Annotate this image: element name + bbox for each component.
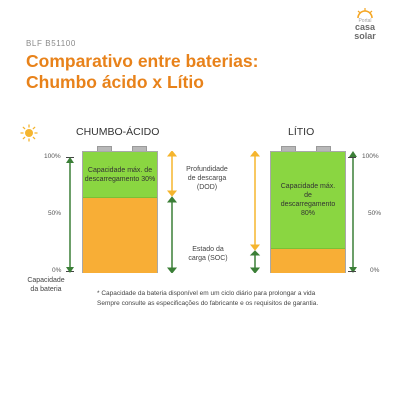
dod-label: Profundidade de descarga (DOD): [186, 166, 228, 191]
lithium-axis-50: 50%: [368, 210, 382, 217]
soc-label: Estado da carga (SOC): [188, 246, 228, 262]
lithium-axis-100: 100%: [362, 153, 379, 160]
lithium-battery: Capacidade máx. de descarregamento 80%: [270, 151, 346, 273]
sun-icon: [20, 124, 38, 142]
lead-acid-axis-0: 0%: [52, 267, 62, 274]
lead-acid-capacity-arrow: [66, 157, 74, 273]
lithium-axis-0: 0%: [370, 267, 380, 274]
title-line-2: Chumbo ácido x Lítio: [26, 72, 204, 92]
lithium-heading: LÍTIO: [288, 126, 315, 138]
lithium-capacity-arrow: [349, 151, 357, 273]
lead-acid-capacity-text: Capacidade máx. de descarregamento 30%: [84, 166, 156, 183]
title-line-1: Comparativo entre baterias:: [26, 51, 259, 71]
brand-logo: Portal casa solar: [341, 8, 389, 41]
logo-solar-text: solar: [354, 31, 376, 41]
lithium-terminal-right: [316, 146, 331, 152]
sun-logo-icon: [357, 8, 373, 19]
lithium-left-arrows: [249, 151, 261, 273]
logo-top-text: Portal: [358, 18, 372, 24]
battery-capacity-label: Capacidade da bateria: [27, 277, 65, 293]
lead-acid-axis-100: 100%: [44, 153, 61, 160]
lithium-capacity-text: Capacidade máx. de descarregamento 80%: [280, 183, 336, 217]
lead-acid-terminal-right: [132, 146, 147, 152]
lead-acid-terminal-left: [97, 146, 112, 152]
lithium-tick-bottom: [348, 271, 356, 272]
footnote: * Capacidade da bateria disponível em um…: [97, 289, 377, 308]
footnote-line-1: * Capacidade da bateria disponível em um…: [97, 290, 316, 297]
lead-acid-heading: CHUMBO-ÁCIDO: [76, 126, 160, 138]
lead-acid-axis-50: 50%: [48, 210, 62, 217]
lithium-terminal-left: [281, 146, 296, 152]
lithium-tick-top: [348, 157, 356, 158]
logo-casa-text: casa: [354, 22, 376, 32]
page-title: Comparativo entre baterias: Chumbo ácido…: [26, 51, 258, 93]
lead-acid-battery: Capacidade máx. de descarregamento 30%: [82, 151, 158, 273]
product-code: BLF B51100: [26, 39, 76, 48]
middle-arrows: [166, 151, 178, 273]
soc-arrow: [166, 196, 178, 273]
dod-arrow: [166, 151, 178, 197]
lead-acid-usable-capacity: Capacidade máx. de descarregamento 30%: [83, 152, 157, 198]
lithium-reserve: [271, 249, 345, 273]
lithium-usable-capacity: Capacidade máx. de descarregamento 80%: [271, 152, 345, 249]
footnote-line-2: Sempre consulte as especificações do fab…: [97, 299, 319, 307]
lead-acid-reserve: [83, 198, 157, 273]
